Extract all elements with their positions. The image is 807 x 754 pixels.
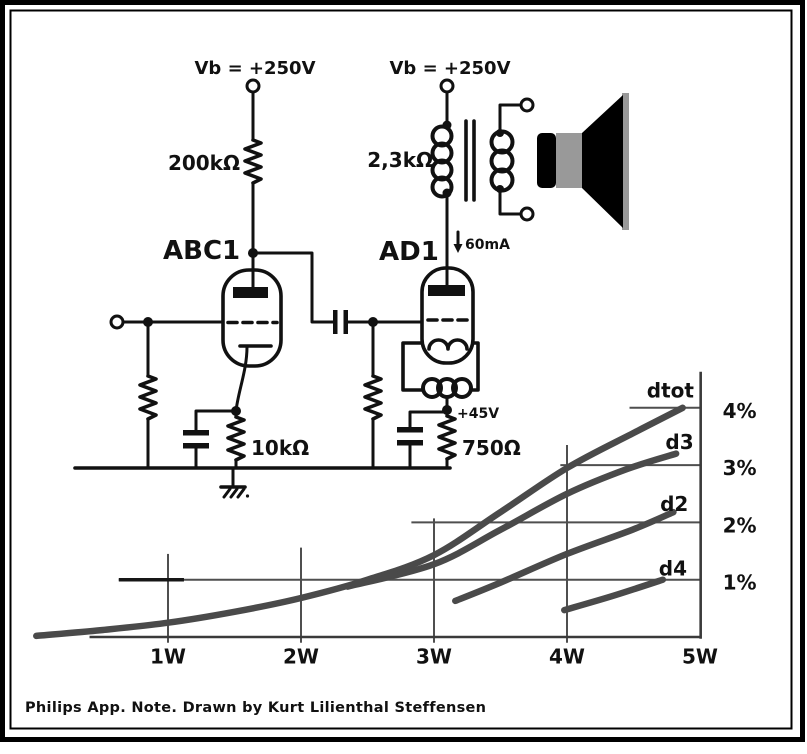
tube1-anode [233, 287, 268, 298]
resistor-10k [226, 415, 246, 462]
output-transformer [430, 97, 535, 222]
xtick-label-1W: 1W [150, 644, 186, 668]
distortion-chart: dtot d3 d2 d4 1% 2% 3% 4% 1W 2W 3W 4W 5W [33, 371, 757, 668]
secondary-bottom-lead [498, 188, 523, 216]
wire-bypass2 [408, 410, 449, 429]
secondary-top-lead [498, 103, 523, 134]
wire-bypass1 [194, 409, 238, 432]
current-arrow [453, 230, 463, 253]
curve-label-d4: d4 [659, 557, 687, 581]
curve-label-d3: d3 [665, 430, 693, 454]
transformer-core [464, 119, 476, 202]
ytick-label-3pct: 3% [723, 456, 757, 480]
resistor-750-label: 750Ω [462, 436, 521, 460]
tube-triode-ad1 [420, 266, 475, 365]
tube1-envelope [221, 268, 283, 368]
output-terminal-top [519, 97, 535, 113]
supply-right-label: Vb = +250V [389, 58, 510, 79]
resistor-gridleak2 [363, 374, 383, 421]
resistor-gridleak1 [138, 374, 158, 421]
wire-coupling-left [251, 251, 335, 324]
cathode-voltage-label: +45V [457, 406, 499, 422]
tube2-anode [428, 285, 465, 296]
loudspeaker-icon [537, 93, 629, 230]
caption: Philips App. Note. Drawn by Kurt Lilient… [25, 700, 486, 716]
speaker-spacer [556, 133, 582, 188]
tube-triode-abc1 [221, 268, 283, 413]
tube1-cathode-lead [234, 345, 249, 413]
anode-current-label: 60mA [465, 237, 510, 253]
xtick-label-3W: 3W [416, 644, 452, 668]
speaker-rim [622, 93, 629, 230]
resistor-200k-label: 200kΩ [168, 151, 240, 175]
coupling-capacitor [333, 310, 348, 334]
ytick-label-4pct: 4% [723, 399, 757, 423]
input-terminal [109, 314, 125, 330]
resistor-10k-label: 10kΩ [251, 436, 309, 460]
resistor-750 [437, 414, 457, 461]
supply-right-terminal [439, 78, 455, 94]
tube2-envelope [420, 266, 475, 365]
curve-d3 [344, 450, 680, 590]
curve-label-dtot: dtot [647, 379, 695, 403]
inner-border [9, 9, 793, 730]
ground-symbol [219, 466, 250, 499]
curve-d2 [452, 508, 677, 605]
curve-label-d2: d2 [660, 492, 688, 516]
curve-d4 [561, 576, 667, 614]
output-terminal-bottom [519, 206, 535, 222]
tube2-label: AD1 [379, 237, 439, 267]
resistor-200k [243, 138, 263, 185]
bypass-capacitor-1 [183, 430, 209, 449]
speaker-cone [582, 95, 623, 228]
transformer-label: 2,3kΩ [367, 148, 433, 172]
xtick-label-2W: 2W [283, 644, 319, 668]
ytick-label-1pct: 1% [723, 571, 757, 595]
xtick-label-4W: 4W [549, 644, 585, 668]
tube2-filament [427, 338, 469, 351]
filament-winding-box [401, 341, 480, 412]
speaker-magnet [537, 133, 556, 188]
amplifier-circuit: Vb = +250V Vb = +250V 200kΩ ABC1 [73, 58, 629, 499]
xtick-label-5W: 5W [682, 644, 718, 668]
supply-left-terminal [245, 78, 261, 94]
tube1-label: ABC1 [163, 236, 240, 266]
bypass-capacitor-2 [397, 427, 423, 446]
supply-left-label: Vb = +250V [194, 58, 315, 79]
ytick-label-2pct: 2% [723, 513, 757, 537]
